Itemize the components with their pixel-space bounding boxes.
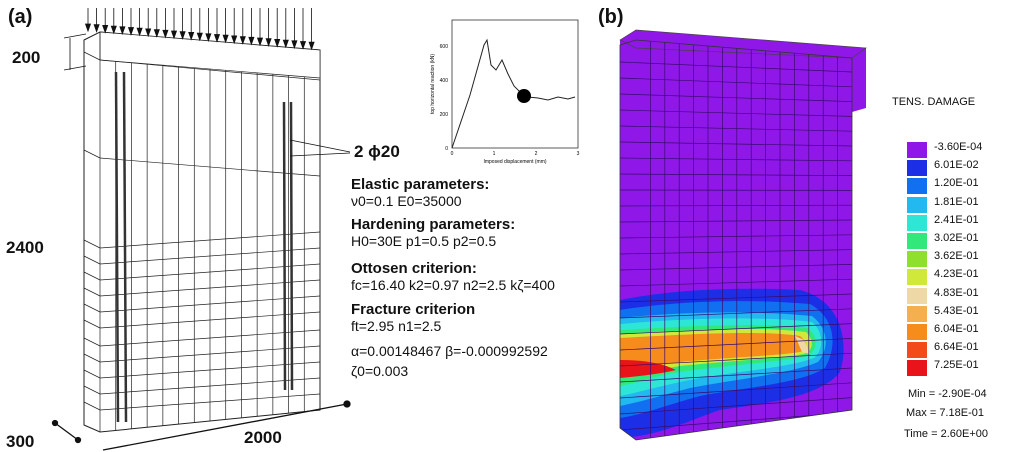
legend-swatch bbox=[907, 233, 927, 249]
legend-value: 1.20E-01 bbox=[934, 177, 979, 189]
load-arrowhead bbox=[86, 24, 91, 31]
rebar-label: 2 ϕ20 bbox=[354, 142, 400, 162]
param-value: fc=16.40 k2=0.97 n2=2.5 kζ=400 bbox=[351, 277, 651, 294]
load-arrowhead bbox=[223, 35, 228, 42]
legend-swatch bbox=[907, 160, 927, 176]
load-arrowhead bbox=[120, 27, 125, 34]
load-arrowhead bbox=[146, 29, 151, 36]
load-arrowhead bbox=[111, 26, 116, 33]
load-arrowhead bbox=[283, 40, 288, 47]
inset-xtick: 2 bbox=[535, 151, 538, 157]
legend-min: Min = -2.90E-04 bbox=[908, 388, 987, 400]
inset-ylabel: top horizontal reaction (kN) bbox=[430, 54, 436, 114]
dim-depth-label: 300 bbox=[6, 432, 34, 452]
param-extra-line: ζ0=0.003 bbox=[351, 363, 651, 380]
legend-time: Time = 2.60E+00 bbox=[904, 428, 988, 440]
load-arrowhead bbox=[154, 30, 159, 37]
load-arrowhead bbox=[249, 37, 254, 44]
load-arrowhead bbox=[103, 25, 108, 32]
param-heading: Hardening parameters: bbox=[351, 216, 651, 233]
load-arrowhead bbox=[232, 36, 237, 43]
legend-value: 7.25E-01 bbox=[934, 359, 979, 371]
legend-title: TENS. DAMAGE bbox=[892, 96, 975, 108]
param-heading: Ottosen criterion: bbox=[351, 260, 651, 277]
param-heading: Fracture criterion bbox=[351, 301, 651, 318]
inset-ytick: 600 bbox=[440, 44, 449, 50]
param-value: ν0=0.1 E0=35000 bbox=[351, 193, 651, 210]
load-arrowhead bbox=[172, 31, 177, 38]
legend-swatch bbox=[907, 306, 927, 322]
inset-xtick: 3 bbox=[577, 151, 580, 157]
load-arrowhead bbox=[292, 41, 297, 48]
inset-ytick: 0 bbox=[445, 146, 448, 152]
param-extra-1: ζ0=0.003 bbox=[351, 363, 651, 380]
legend-value: 5.43E-01 bbox=[934, 305, 979, 317]
param-extra-0: α=0.00148467 β=-0.000992592 bbox=[351, 343, 651, 360]
legend-value: 2.41E-01 bbox=[934, 214, 979, 226]
legend-swatch bbox=[907, 342, 927, 358]
legend-swatch bbox=[907, 324, 927, 340]
legend-value: 4.23E-01 bbox=[934, 268, 979, 280]
legend-value: 4.83E-01 bbox=[934, 287, 979, 299]
param-block-3: Fracture criterion ft=2.95 n1=2.5 bbox=[351, 301, 651, 335]
inset-ytick: 400 bbox=[440, 78, 449, 84]
dim-width-label: 2000 bbox=[244, 428, 282, 448]
load-arrowhead bbox=[137, 28, 142, 35]
legend-swatch bbox=[907, 360, 927, 376]
inset-xlabel: Imposed displacement (mm) bbox=[483, 159, 546, 165]
legend-value: 3.62E-01 bbox=[934, 250, 979, 262]
load-arrowhead bbox=[163, 30, 168, 37]
legend-value: 1.81E-01 bbox=[934, 196, 979, 208]
inset-curve bbox=[452, 40, 575, 148]
param-value: ft=2.95 n1=2.5 bbox=[351, 318, 651, 335]
param-block-2: Ottosen criterion: fc=16.40 k2=0.97 n2=2… bbox=[351, 260, 651, 294]
inset-load-displacement-chart: Imposed displacement (mm) top horizontal… bbox=[430, 20, 580, 165]
dim-top-label: 200 bbox=[12, 48, 40, 68]
inset-xtick: 0 bbox=[451, 151, 454, 157]
load-arrowhead bbox=[94, 25, 99, 32]
load-arrowhead bbox=[215, 35, 220, 42]
param-heading: Elastic parameters: bbox=[351, 176, 651, 193]
inset-current-point bbox=[517, 89, 531, 103]
legend-value: 6.64E-01 bbox=[934, 341, 979, 353]
legend-value: 6.01E-02 bbox=[934, 159, 979, 171]
load-arrowhead bbox=[258, 38, 263, 45]
load-arrowhead bbox=[180, 32, 185, 39]
load-arrowhead bbox=[309, 42, 314, 49]
legend-value: -3.60E-04 bbox=[934, 141, 982, 153]
inset-xtick: 1 bbox=[493, 151, 496, 157]
param-value: H0=30E p1=0.5 p2=0.5 bbox=[351, 233, 651, 250]
damage-contour-wall bbox=[620, 30, 866, 445]
load-arrowhead bbox=[240, 37, 245, 44]
legend-swatch bbox=[907, 251, 927, 267]
legend-value: 6.04E-01 bbox=[934, 323, 979, 335]
legend-swatch bbox=[907, 269, 927, 285]
legend-swatch bbox=[907, 178, 927, 194]
param-block-1: Hardening parameters: H0=30E p1=0.5 p2=0… bbox=[351, 216, 651, 250]
load-arrowhead bbox=[197, 33, 202, 40]
load-arrowhead bbox=[206, 34, 211, 41]
param-extra-line: α=0.00148467 β=-0.000992592 bbox=[351, 343, 651, 360]
inset-ytick: 200 bbox=[440, 112, 449, 118]
load-arrowhead bbox=[275, 39, 280, 46]
legend-max: Max = 7.18E-01 bbox=[906, 407, 984, 419]
legend-swatch bbox=[907, 142, 927, 158]
load-arrowhead bbox=[189, 32, 194, 39]
load-arrowhead bbox=[266, 39, 271, 46]
load-arrowhead bbox=[301, 42, 306, 49]
legend-swatch bbox=[907, 197, 927, 213]
panel-a-tag: (a) bbox=[8, 6, 32, 29]
legend-value: 3.02E-01 bbox=[934, 232, 979, 244]
param-block-0: Elastic parameters: ν0=0.1 E0=35000 bbox=[351, 176, 651, 210]
dim-height-label: 2400 bbox=[6, 238, 44, 258]
panel-b-tag: (b) bbox=[598, 6, 624, 29]
legend-swatch bbox=[907, 288, 927, 304]
legend-swatch bbox=[907, 215, 927, 231]
load-arrowhead bbox=[129, 28, 134, 35]
